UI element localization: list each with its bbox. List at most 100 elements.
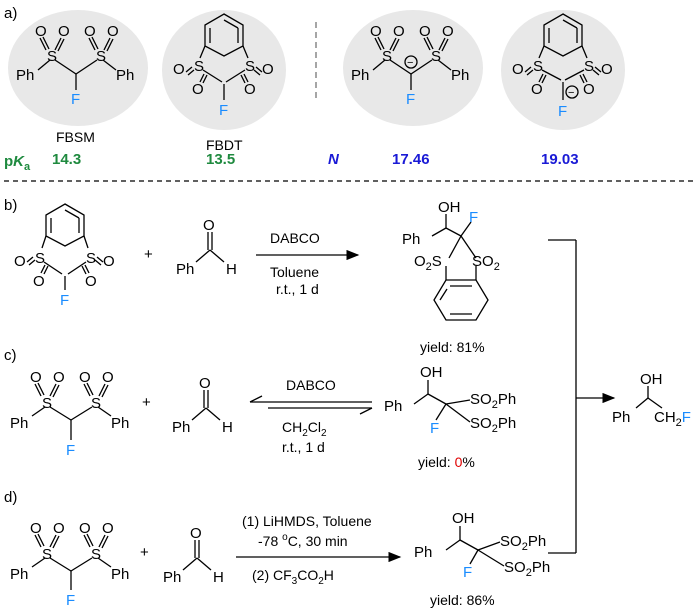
fbdt-anion-o1: O — [512, 61, 524, 78]
d-product-so2ph-2: SO2Ph — [504, 559, 550, 579]
c-benzaldehyde — [191, 390, 221, 421]
d-aldehyde-ph: Ph — [163, 569, 181, 586]
fbdt-anion-s1: S — [533, 58, 543, 75]
b-fbdt-fluorine: F — [60, 292, 69, 309]
pka-fbsm-anion: 17.46 — [392, 151, 430, 168]
c-fbsm-o2: O — [53, 369, 65, 386]
c-product-structure — [413, 380, 471, 423]
d-fbsm-o3: O — [79, 520, 91, 537]
fbsm-o4: O — [107, 23, 119, 40]
d-fbsm-s2: S — [91, 546, 101, 563]
d-product-oh: OH — [452, 510, 475, 527]
d-product-ph: Ph — [414, 544, 432, 561]
fbsm-name: FBSM — [56, 129, 95, 145]
c-product-oh: OH — [420, 364, 443, 381]
d-step2: (2) CF3CO2H — [252, 567, 334, 587]
pka-label: pKa — [4, 153, 31, 173]
fbdt-anion-o3: O — [601, 61, 613, 78]
fbdt-fluorine: F — [219, 102, 228, 119]
final-product-structure — [635, 386, 663, 409]
d-fbsm-structure — [31, 533, 112, 590]
final-product-ph: Ph — [612, 409, 630, 426]
c-fbsm-s1: S — [42, 395, 52, 412]
d-step1-conditions: -78 oC, 30 min — [258, 532, 348, 549]
fbdt-anion-charge: − — [568, 87, 574, 99]
b-product-structure — [431, 214, 489, 321]
panel-label-b: b) — [4, 197, 17, 214]
fbsm-structure — [37, 36, 117, 90]
c-product-so2ph-1: SO2Ph — [470, 391, 516, 411]
c-fbsm-structure — [31, 382, 112, 440]
b-fbdt-s2: S — [86, 250, 96, 267]
b-fbdt-o2: O — [33, 273, 45, 290]
fbsm-o1: O — [35, 23, 47, 40]
fbsm-fluorine: F — [71, 91, 80, 108]
b-conditions: r.t., 1 d — [276, 281, 319, 297]
fbdt-s2: S — [245, 58, 255, 75]
convergence-bracket — [548, 239, 577, 554]
b-fbdt-o4: O — [85, 273, 97, 290]
c-fbsm-o3: O — [79, 369, 91, 386]
c-aldehyde-o: O — [199, 375, 211, 392]
panel-label-d: d) — [4, 489, 17, 506]
d-aldehyde-o: O — [190, 525, 202, 542]
d-fbsm-ph1: Ph — [10, 566, 28, 583]
fbdt-anion-sphere — [501, 10, 625, 130]
d-fbsm-o4: O — [102, 520, 114, 537]
fbsm-anion-s1: S — [382, 48, 392, 65]
d-fbsm-o1: O — [30, 520, 42, 537]
fbdt-structure — [185, 13, 263, 100]
fbsm-ph1: Ph — [16, 67, 34, 84]
c-product-ph: Ph — [384, 398, 402, 415]
c-product-fluorine: F — [430, 420, 439, 437]
b-fbdt-o3: O — [103, 253, 115, 270]
c-fbsm-s2: S — [91, 395, 101, 412]
d-fbsm-s1: S — [42, 546, 52, 563]
fbsm-anion-structure — [372, 36, 452, 90]
b-product-fluorine: F — [469, 209, 478, 226]
fbdt-anion-structure — [524, 13, 602, 100]
fbdt-sphere — [162, 10, 286, 130]
fbsm-anion-fluorine: F — [406, 91, 415, 108]
c-fbsm-ph1: Ph — [10, 415, 28, 432]
pka-fbdt: 13.5 — [206, 151, 235, 168]
d-product-fluorine: F — [463, 564, 472, 581]
c-fbsm-fluorine: F — [66, 442, 75, 459]
c-yield: yield: 0% — [418, 454, 475, 470]
panel-label-c: c) — [4, 347, 17, 364]
b-product-so2-left: O2S — [414, 253, 442, 273]
b-fbdt-structure — [26, 203, 104, 290]
b-aldehyde-ph: Ph — [176, 261, 194, 278]
fbdt-o3: O — [262, 61, 274, 78]
b-benzaldehyde — [195, 232, 225, 263]
d-step1: (1) LiHMDS, Toluene — [242, 513, 372, 529]
b-reagent: DABCO — [270, 230, 320, 246]
d-fbsm-fluorine: F — [66, 592, 75, 609]
d-fbsm-o2: O — [53, 520, 65, 537]
fbsm-o2: O — [58, 23, 70, 40]
d-product-so2ph-1: SO2Ph — [500, 533, 546, 553]
c-fbsm-ph2: Ph — [111, 415, 129, 432]
b-product-oh: OH — [438, 199, 461, 216]
pka-fbdt-anion: 19.03 — [541, 151, 579, 168]
fbsm-anion-o3: O — [419, 23, 431, 40]
c-fbsm-o1: O — [30, 369, 42, 386]
fbdt-anion-fluorine: F — [558, 103, 567, 120]
c-solvent: CH2Cl2 — [282, 419, 327, 439]
c-aldehyde-h: H — [222, 419, 233, 436]
fbsm-ph2: Ph — [116, 67, 134, 84]
d-product-structure — [445, 526, 505, 567]
b-aldehyde-h: H — [226, 261, 237, 278]
fbsm-o3: O — [84, 23, 96, 40]
panel-label-a: a) — [4, 5, 17, 22]
c-plus: + — [142, 394, 151, 411]
d-fbsm-ph2: Ph — [111, 566, 129, 583]
final-product-oh: OH — [640, 371, 663, 388]
b-fbdt-s1: S — [35, 250, 45, 267]
c-aldehyde-ph: Ph — [172, 419, 190, 436]
fbsm-s1: S — [47, 48, 57, 65]
pka-n-label: N — [328, 151, 340, 168]
fbdt-o4: O — [244, 81, 256, 98]
c-conditions: r.t., 1 d — [282, 439, 325, 455]
